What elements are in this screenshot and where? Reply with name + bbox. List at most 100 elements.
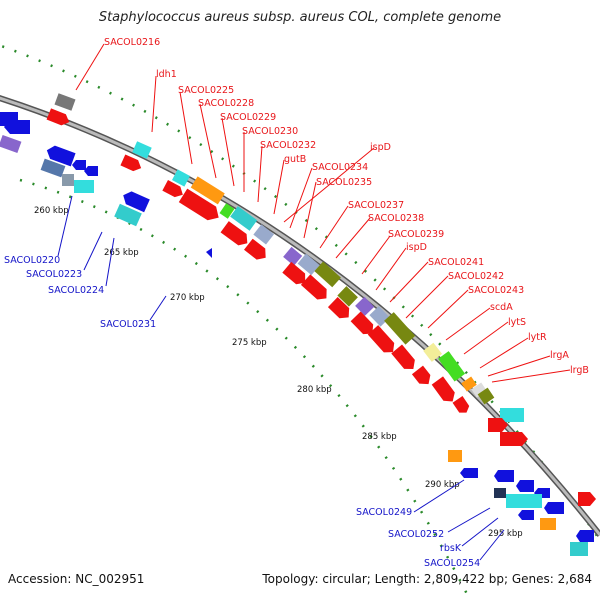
gene-block: [74, 180, 94, 193]
gene-label: SACOL0220: [4, 255, 60, 266]
reverse-gene-arrow: [460, 468, 478, 478]
tick-rings: [0, 44, 600, 600]
scale-label: 280 kbp: [297, 385, 332, 395]
gene-block: [114, 203, 142, 227]
scale-label: 290 kbp: [425, 480, 460, 490]
reverse-gene-arrow: [46, 145, 76, 167]
forward-gene-arrow: [162, 180, 183, 198]
accession-text: Accession: NC_002951: [8, 572, 145, 586]
reverse-gene-arrow: [72, 160, 86, 170]
map-title: Staphylococcus aureus subsp. aureus COL,…: [98, 10, 502, 25]
gene-label: SACOL0216: [104, 37, 160, 48]
gene-block: [230, 206, 258, 231]
gene-label: scdA: [490, 302, 513, 313]
gene-block: [471, 382, 487, 398]
forward-gene-arrow: [244, 238, 266, 260]
reverse-gene-arrow: [494, 470, 514, 482]
forward-gene-arrow: [411, 365, 431, 385]
gene-block: [461, 376, 477, 392]
reverse-gene-arrow: [206, 248, 212, 258]
scale-labels: 260 kbp 265 kbp 270 kbp 275 kbp 280 kbp …: [34, 206, 523, 539]
gene-block: [132, 141, 152, 159]
gene-label: SACOL0238: [368, 213, 424, 224]
gene-label: lytR: [528, 332, 547, 343]
reverse-gene-arrow: [576, 530, 594, 542]
gene-block: [40, 158, 66, 178]
gene-label: SACOL0230: [242, 126, 298, 137]
gene-label: SACOL0223: [26, 269, 82, 280]
gene-block: [506, 494, 542, 508]
forward-gene-arrow: [431, 376, 455, 402]
scale-label: 265 kbp: [104, 248, 139, 258]
gene-block: [219, 203, 235, 219]
forward-gene-arrow: [488, 418, 508, 432]
forward-gene-arrow: [452, 396, 470, 413]
gene-label: SACOL0232: [260, 140, 316, 151]
gene-block: [297, 253, 320, 276]
gene-block: [384, 312, 416, 345]
genome-summary: Topology: circular; Length: 2,809,422 bp…: [262, 572, 592, 586]
gene-block: [423, 342, 443, 362]
reverse-gene-labels: SACOL0220 SACOL0223 SACOL0224 SACOL0231 …: [4, 255, 480, 569]
scale-label: 260 kbp: [34, 206, 69, 216]
gene-block: [570, 542, 588, 556]
reverse-gene-arrow: [516, 480, 534, 492]
reverse-gene-arrow: [84, 166, 98, 176]
gene-block: [500, 408, 524, 422]
forward-gene-arrow: [350, 311, 374, 335]
forward-gene-arrow: [500, 432, 528, 446]
forward-gene-arrow: [120, 154, 142, 172]
outer-tick-ring: [0, 44, 600, 541]
gene-label: ispD: [370, 142, 391, 153]
reverse-gene-arrow: [123, 191, 150, 213]
scale-label: 270 kbp: [170, 293, 205, 303]
gene-block: [253, 224, 274, 245]
gene-block: [494, 488, 506, 498]
gene-label: SACOL0234: [312, 162, 368, 173]
gene-block: [62, 174, 74, 186]
gene-block: [448, 450, 462, 462]
forward-gene-arrow: [391, 344, 415, 369]
gene-label: SACOL0237: [348, 200, 404, 211]
forward-gene-arrow: [220, 221, 248, 246]
scale-label: 295 kbp: [488, 529, 523, 539]
forward-gene-arrow: [300, 274, 327, 300]
scale-label: 275 kbp: [232, 338, 267, 348]
forward-gene-arrow: [282, 261, 306, 285]
gene-block: [540, 518, 556, 530]
gene-block: [337, 286, 358, 307]
gene-block: [172, 169, 190, 187]
gene-label: ldh1: [156, 69, 177, 80]
gene-label: SACOL0254: [424, 558, 480, 569]
reverse-gene-arrow: [544, 502, 564, 514]
gene-label: SACOL0252: [388, 529, 444, 540]
gene-label: lytS: [508, 317, 526, 328]
gene-label: gutB: [284, 154, 306, 165]
gene-block: [190, 176, 225, 205]
forward-gene-arrow: [578, 492, 596, 506]
forward-gene-arrow: [327, 297, 350, 319]
forward-label-leaders: [75, 43, 571, 383]
forward-strand-features: [46, 93, 596, 530]
gene-label: lrgB: [570, 365, 589, 376]
gene-label: SACOL0241: [428, 257, 484, 268]
reverse-gene-arrow: [518, 510, 534, 520]
gene-block: [314, 261, 341, 288]
gene-label: ispD: [406, 242, 427, 253]
forward-gene-arrow: [178, 188, 219, 221]
forward-gene-arrow: [46, 108, 70, 126]
reverse-gene-arrow: [4, 120, 30, 134]
gene-label: SACOL0225: [178, 85, 234, 96]
forward-gene-arrow: [367, 325, 395, 353]
gene-label: SACOL0249: [356, 507, 412, 518]
gene-block: [355, 296, 375, 316]
gene-label: SACOL0243: [468, 285, 524, 296]
scale-label: 285 kbp: [362, 432, 397, 442]
gene-label: SACOL0228: [198, 98, 254, 109]
gene-block: [438, 351, 466, 382]
gene-label: SACOL0224: [48, 285, 104, 296]
gene-block: [54, 93, 76, 111]
reverse-label-leaders: [57, 195, 505, 561]
